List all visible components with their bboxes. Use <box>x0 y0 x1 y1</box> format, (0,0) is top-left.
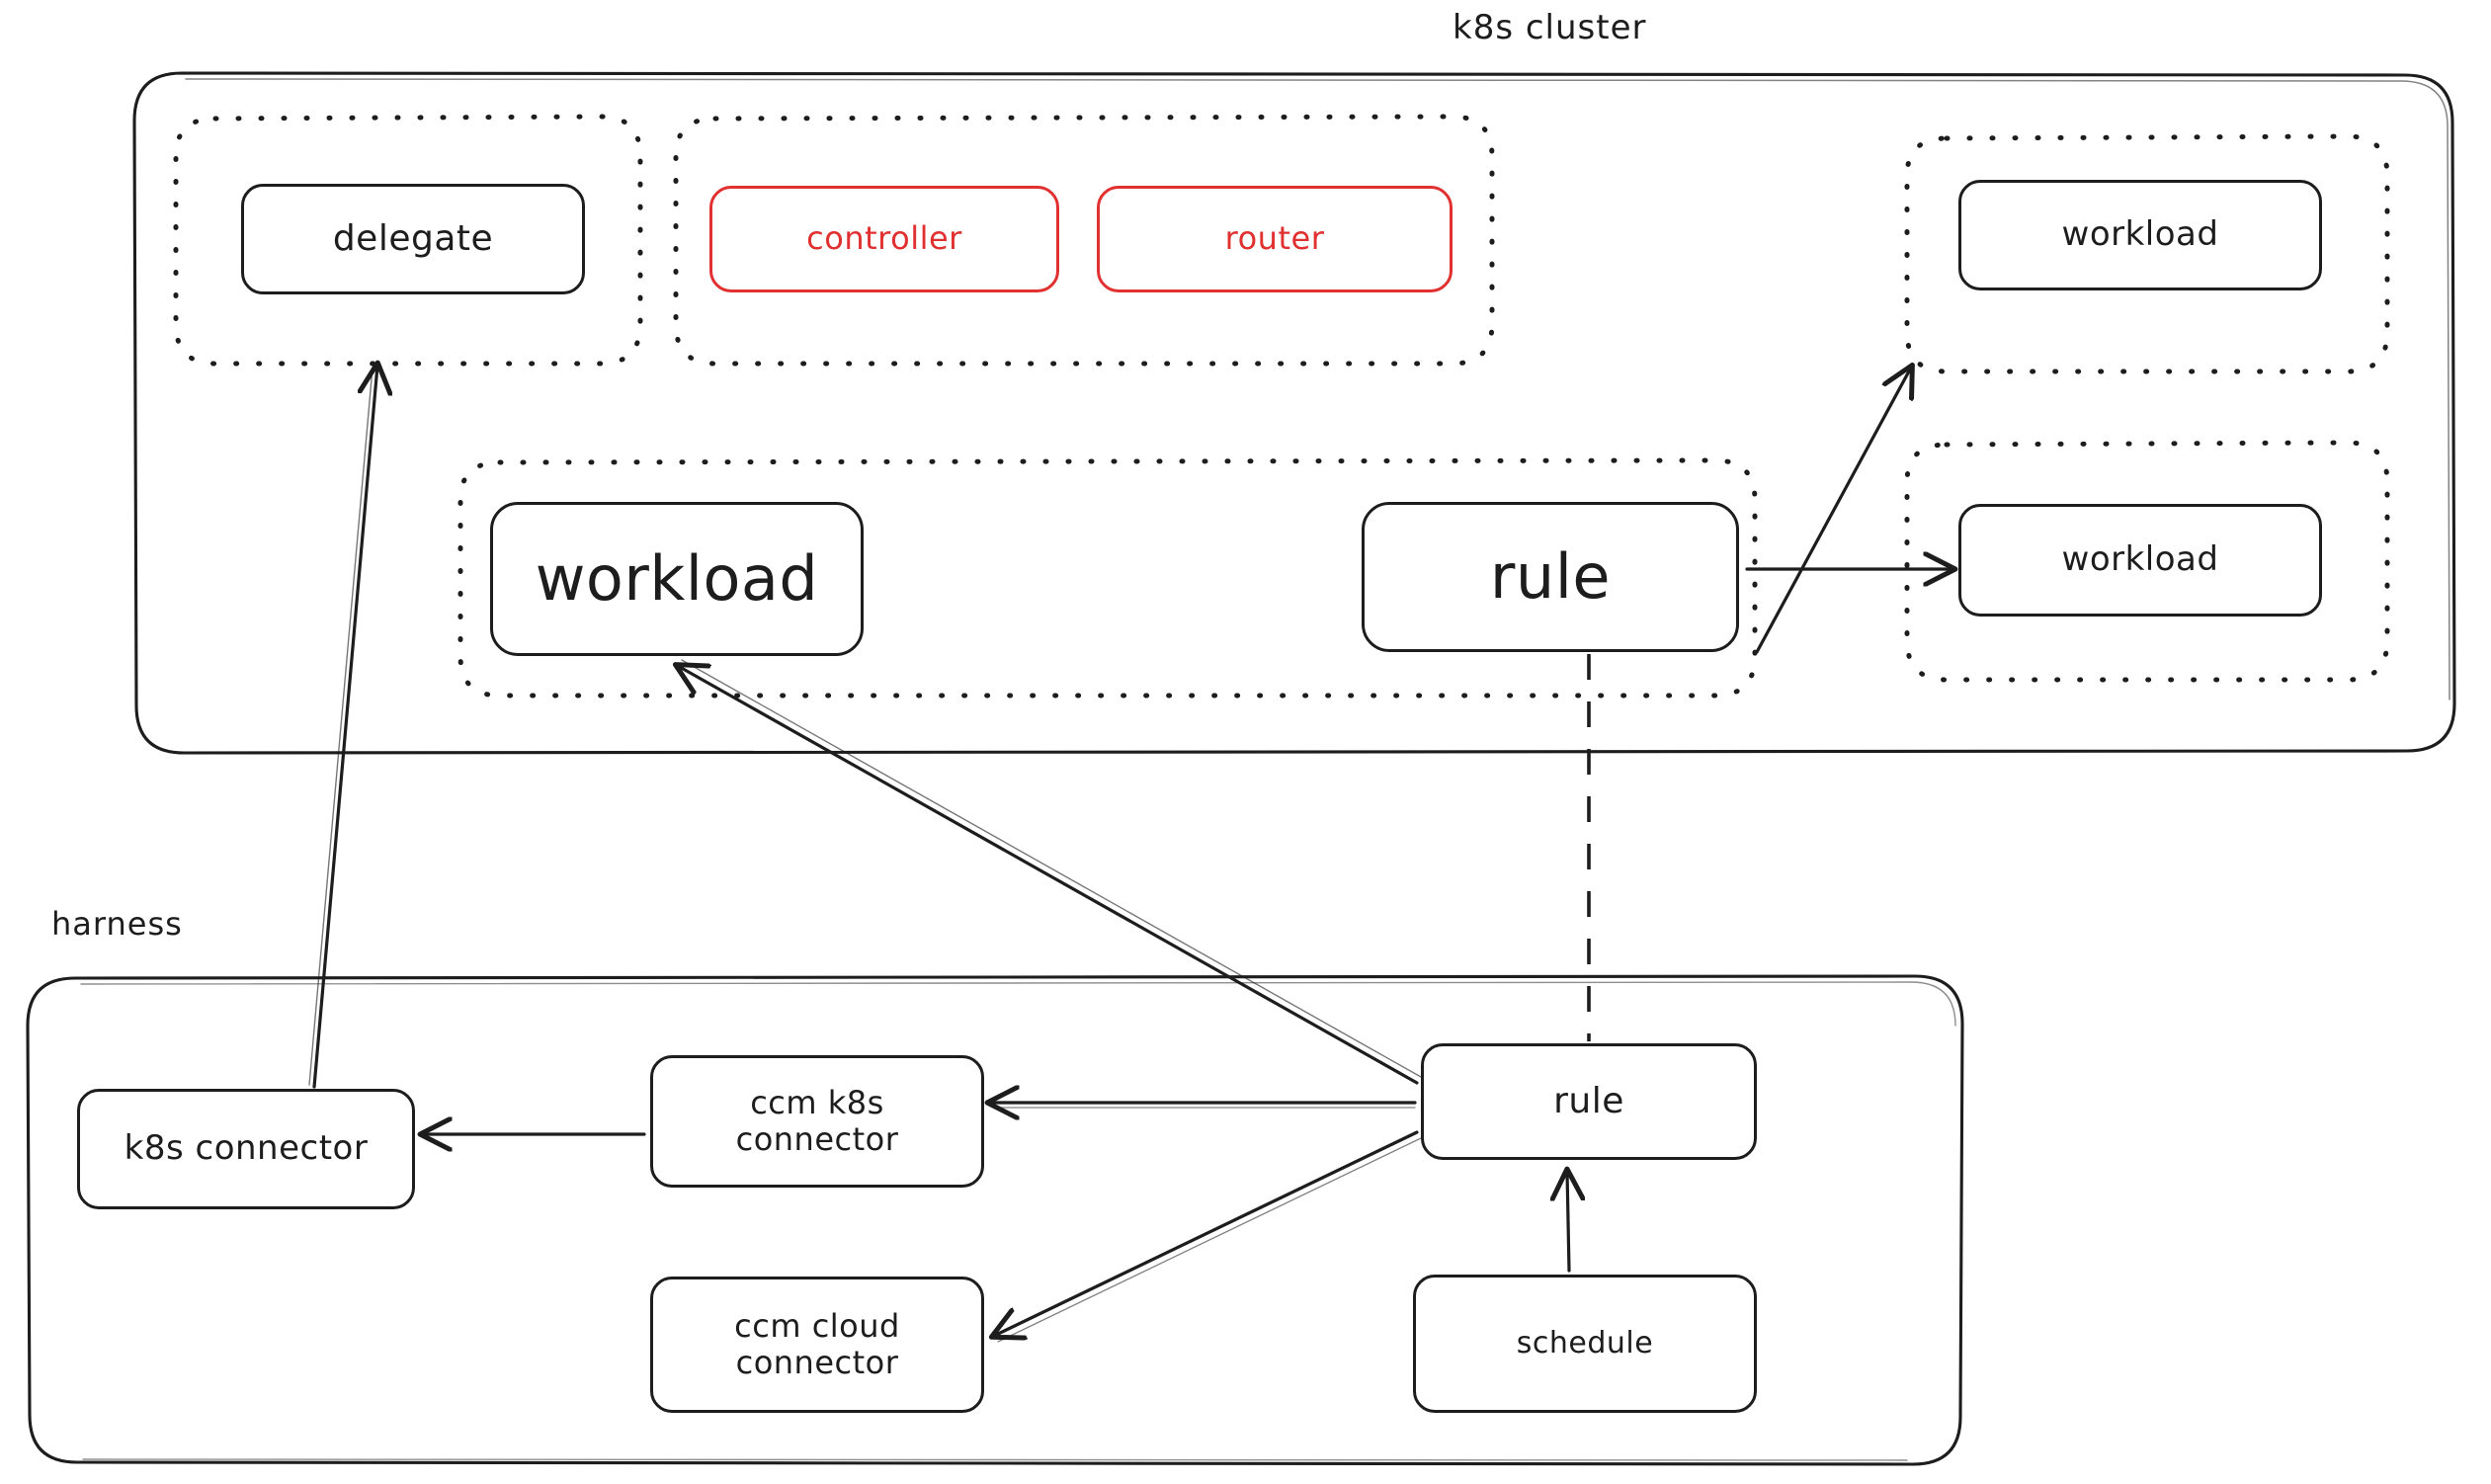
edge-rule-harness-to-workload-main <box>678 659 1422 1085</box>
node-delegate[interactable]: delegate <box>241 184 585 294</box>
group-label-k8s-cluster: k8s cluster <box>1453 8 1647 47</box>
node-rule-harness-label: rule <box>1553 1081 1624 1122</box>
node-k8s-connector-label: k8s connector <box>124 1128 369 1169</box>
node-rule-cluster[interactable]: rule <box>1362 502 1739 652</box>
group-label-harness: harness <box>51 905 183 943</box>
node-controller-label: controller <box>806 219 962 258</box>
node-workload-right-bottom[interactable]: workload <box>1958 504 2322 617</box>
edge-rule-harness-to-ccm-k8s <box>990 1103 1417 1108</box>
node-schedule[interactable]: schedule <box>1413 1275 1757 1413</box>
group-outline-k8s-cluster <box>132 71 2456 755</box>
node-ccm-k8s-connector-label: ccm k8s connector <box>735 1083 899 1158</box>
node-rule-harness[interactable]: rule <box>1421 1043 1757 1160</box>
node-ccm-cloud-connector-label: ccm cloud connector <box>734 1306 900 1381</box>
node-workload-right-bottom-label: workload <box>2061 539 2219 580</box>
edge-rule-cluster-to-workload-top <box>1755 368 1911 654</box>
node-router-label: router <box>1224 219 1325 258</box>
node-rule-cluster-label: rule <box>1489 540 1612 614</box>
node-workload-main[interactable]: workload <box>490 502 864 656</box>
edge-rule-harness-to-ccm-cloud <box>994 1130 1422 1343</box>
node-ccm-k8s-connector[interactable]: ccm k8s connector <box>650 1055 984 1188</box>
node-controller[interactable]: controller <box>709 186 1059 292</box>
node-workload-right-top[interactable]: workload <box>1958 180 2322 290</box>
node-k8s-connector[interactable]: k8s connector <box>77 1089 415 1209</box>
node-schedule-label: schedule <box>1516 1325 1654 1360</box>
node-ccm-cloud-connector[interactable]: ccm cloud connector <box>650 1277 984 1413</box>
node-delegate-label: delegate <box>332 218 494 260</box>
edge-k8s-connector-to-delegate <box>308 366 377 1089</box>
node-workload-main-label: workload <box>535 542 819 616</box>
node-workload-right-top-label: workload <box>2061 214 2219 255</box>
edge-schedule-to-rule-harness <box>1567 1172 1569 1273</box>
node-router[interactable]: router <box>1097 186 1453 292</box>
